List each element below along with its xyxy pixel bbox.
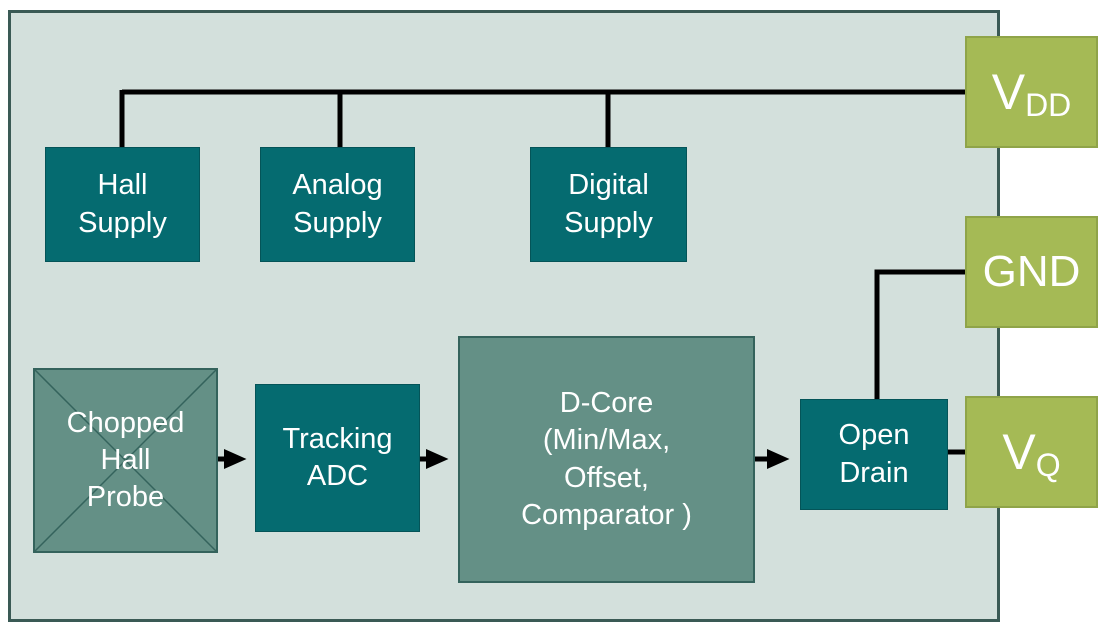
chopped-hall-probe-label: Chopped Hall Probe [66, 406, 185, 514]
chopped-hall-probe-block: Chopped Hall Probe [33, 368, 218, 553]
pin-gnd-label: GND [982, 247, 1081, 296]
pin-vdd-label: V [991, 64, 1026, 120]
pin-vq-subscript: Q [1035, 447, 1061, 483]
pin-vdd-subscript: DD [1025, 87, 1072, 123]
pin-gnd: GND [965, 216, 1098, 328]
pin-vq-label: V [1002, 424, 1036, 480]
hall-probe-cross-icon [35, 370, 216, 551]
tracking-adc-block: Tracking ADC [255, 384, 420, 532]
open-drain-block: Open Drain [800, 399, 948, 510]
analog-supply-block: Analog Supply [260, 147, 415, 262]
d-core-block: D-Core (Min/Max, Offset, Comparator ) [458, 336, 755, 583]
digital-supply-block: Digital Supply [530, 147, 687, 262]
hall-supply-block: Hall Supply [45, 147, 200, 262]
